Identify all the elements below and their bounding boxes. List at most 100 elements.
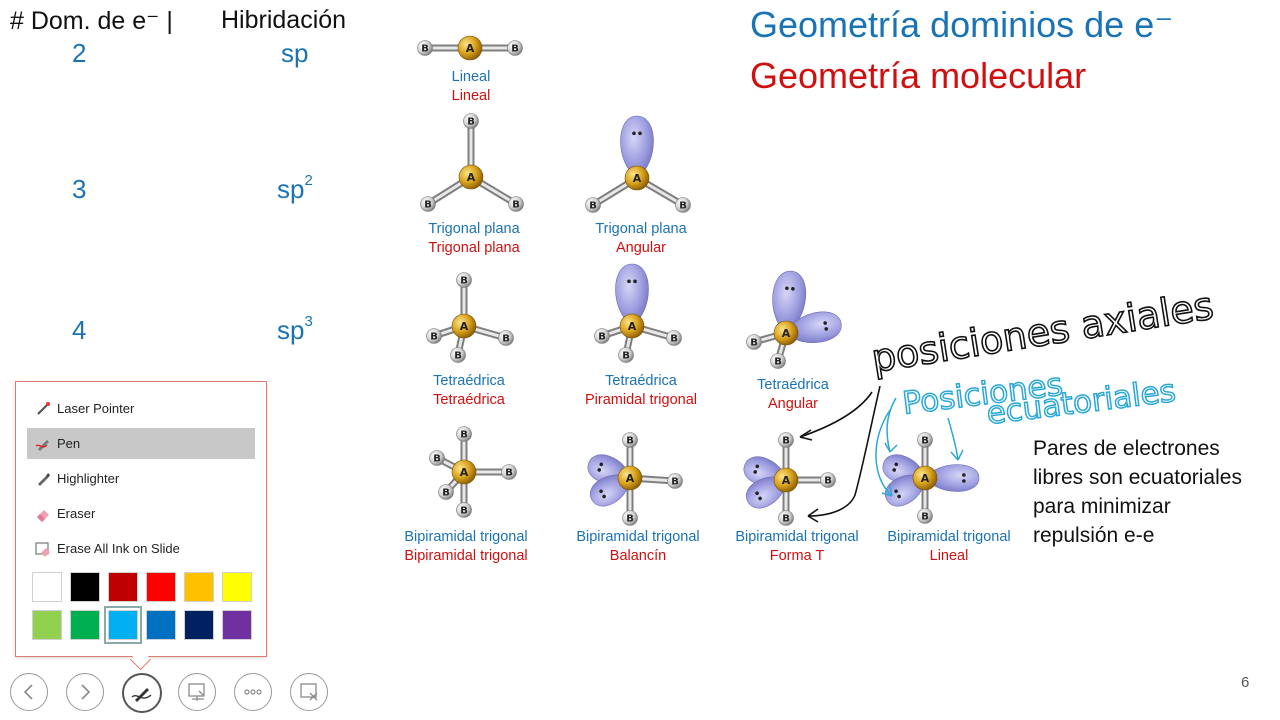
chevron-left-icon bbox=[23, 684, 33, 700]
more-options-button[interactable] bbox=[234, 673, 272, 711]
previous-slide-button[interactable] bbox=[10, 673, 48, 711]
svg-text:B: B bbox=[460, 430, 468, 441]
ink-arrow-eq-3 bbox=[947, 417, 959, 461]
next-slide-button[interactable] bbox=[66, 673, 104, 711]
svg-text:B: B bbox=[598, 332, 606, 343]
see-all-slides-button[interactable] bbox=[178, 673, 216, 711]
color-swatch[interactable] bbox=[146, 572, 176, 602]
erase-all-ink-icon bbox=[35, 542, 50, 557]
hyb-sp: sp bbox=[281, 38, 309, 68]
note-line-3: para minimizar bbox=[1033, 495, 1171, 518]
ink-arrow-axial-bottom bbox=[807, 385, 881, 517]
ink-axial-text: posiciones axiales bbox=[869, 283, 1217, 380]
svg-text:A: A bbox=[467, 171, 476, 184]
color-swatch[interactable] bbox=[222, 610, 252, 640]
svg-text:B: B bbox=[622, 351, 630, 362]
svg-text:B: B bbox=[589, 201, 597, 212]
svg-text:B: B bbox=[467, 117, 475, 128]
pen-icon bbox=[131, 688, 152, 702]
svg-text:A: A bbox=[633, 172, 642, 185]
slides-grid-icon bbox=[188, 683, 205, 701]
lone-pairs-note: Pares de electrones libres son ecuatoria… bbox=[1033, 434, 1242, 550]
svg-text:B: B bbox=[433, 454, 441, 465]
menu-item-eraser[interactable]: Eraser bbox=[27, 498, 255, 529]
color-swatch[interactable] bbox=[146, 610, 176, 640]
svg-text:B: B bbox=[782, 436, 790, 447]
svg-text:B: B bbox=[671, 477, 679, 488]
svg-text:B: B bbox=[454, 351, 462, 362]
menu-item-laser-pointer[interactable]: Laser Pointer bbox=[27, 393, 255, 424]
note-line-2: libres son ecuatoriales bbox=[1033, 466, 1242, 489]
color-swatch[interactable] bbox=[222, 572, 252, 602]
svg-text:B: B bbox=[824, 476, 832, 487]
chevron-right-icon bbox=[81, 684, 91, 700]
color-swatch[interactable] bbox=[32, 572, 62, 602]
svg-text:B: B bbox=[921, 512, 929, 523]
color-swatch[interactable] bbox=[70, 610, 100, 640]
svg-text:B: B bbox=[460, 506, 468, 517]
note-line-1: Pares de electrones bbox=[1033, 437, 1220, 460]
molecule-angular-3: B B A bbox=[585, 115, 691, 213]
title-electron-geometry: Geometría dominios de e⁻ bbox=[750, 4, 1174, 45]
svg-text:B: B bbox=[626, 436, 634, 447]
pen-tools-button[interactable] bbox=[122, 673, 162, 713]
eraser-icon bbox=[37, 510, 49, 522]
note-line-4: repulsión e-e bbox=[1033, 524, 1155, 547]
color-swatch[interactable] bbox=[184, 572, 214, 602]
svg-text:B: B bbox=[512, 200, 520, 211]
svg-text:B: B bbox=[505, 468, 513, 479]
svg-text:B: B bbox=[626, 514, 634, 525]
svg-text:A: A bbox=[782, 327, 791, 340]
menu-item-highlighter[interactable]: Highlighter bbox=[27, 463, 255, 494]
color-swatch[interactable] bbox=[70, 572, 100, 602]
svg-text:B: B bbox=[502, 334, 510, 345]
domains-3: 3 bbox=[72, 174, 87, 204]
svg-text:A: A bbox=[460, 320, 469, 333]
pen-tools-menu: Laser Pointer Pen Highlighter Eraser Era… bbox=[15, 381, 267, 657]
pen-icon bbox=[35, 440, 49, 451]
svg-text:B: B bbox=[774, 357, 782, 368]
svg-text:B: B bbox=[782, 514, 790, 525]
svg-text:B: B bbox=[750, 338, 758, 349]
domains-4: 4 bbox=[72, 315, 87, 345]
menu-item-pen[interactable]: Pen bbox=[27, 428, 255, 459]
svg-text:B: B bbox=[679, 201, 687, 212]
domains-2: 2 bbox=[72, 38, 87, 68]
menu-item-erase-all-ink[interactable]: Erase All Ink on Slide bbox=[27, 533, 255, 564]
molecule-forma-t: B B B A bbox=[743, 432, 836, 526]
svg-text:B: B bbox=[511, 44, 519, 55]
ink-arrow-eq-1 bbox=[886, 397, 897, 453]
svg-text:A: A bbox=[921, 472, 930, 485]
header-hybridization: Hibridación bbox=[221, 6, 347, 34]
color-swatch[interactable] bbox=[108, 572, 138, 602]
svg-text:A: A bbox=[460, 466, 469, 479]
svg-text:A: A bbox=[782, 474, 791, 487]
header-domains: # Dom. de e⁻ | bbox=[10, 7, 173, 35]
color-swatch[interactable] bbox=[32, 610, 62, 640]
svg-text:B: B bbox=[442, 488, 450, 499]
laser-pointer-icon bbox=[37, 402, 50, 415]
svg-text:B: B bbox=[921, 436, 929, 447]
svg-text:B: B bbox=[430, 332, 438, 343]
end-show-button[interactable] bbox=[290, 673, 328, 711]
ink-arrow-axial-top bbox=[799, 391, 873, 438]
color-swatch[interactable] bbox=[104, 606, 142, 644]
color-swatch[interactable] bbox=[184, 610, 214, 640]
svg-text:B: B bbox=[670, 334, 678, 345]
more-dots-icon bbox=[244, 689, 262, 695]
